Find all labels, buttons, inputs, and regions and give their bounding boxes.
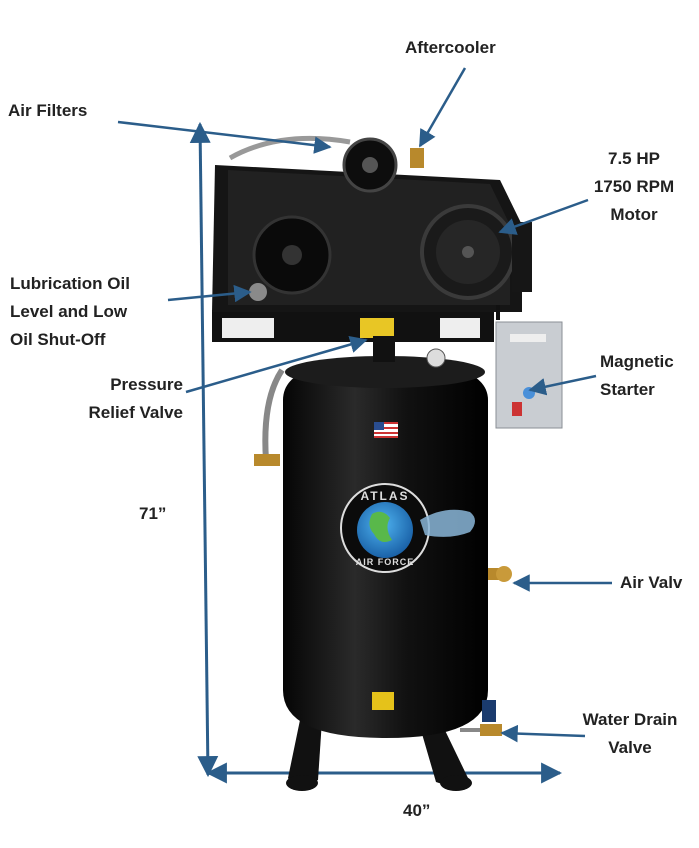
warning-sticker [372,692,394,710]
pressure-gauge [426,348,446,368]
atlas-air-force-logo: ATLAS AIR FORCE [340,483,475,573]
label-lubrication-line3: Oil Shut-Off [10,330,106,349]
label-aftercooler: Aftercooler [405,38,496,57]
label-magnetic-starter-line1: Magnetic [600,352,674,371]
label-lubrication: Lubrication Oil Level and Low Oil Shut-O… [10,270,130,354]
tank-legs [286,720,472,791]
label-motor-line1: 7.5 HP [608,149,660,168]
air-valve-part [488,566,512,582]
arrow-water-drain [500,724,586,743]
arrow-aftercooler [418,67,467,148]
label-motor-line2: 1750 RPM [593,177,675,196]
arrow-lubrication [167,284,252,303]
water-drain-valve-part [460,700,502,736]
label-lubrication-line1: Lubrication Oil [10,274,130,293]
label-water-drain-line2: Valve [608,738,652,757]
label-pressure-relief: Pressure Relief Valve [40,371,183,427]
arrow-magnetic-starter [528,374,597,396]
logo-text-air-force: AIR FORCE [356,557,415,567]
label-water-drain: Water Drain Valve [566,706,694,762]
magnetic-starter-box [495,305,563,429]
arrow-air-filters [117,120,332,154]
electric-motor [420,204,532,300]
label-magnetic-starter: Magnetic Starter [600,348,674,404]
label-magnetic-starter-line2: Starter [600,380,655,399]
arrow-motor [498,198,589,235]
label-air-filters: Air Filters [8,101,88,120]
discharge-pipe [262,368,285,461]
label-height: 71” [139,504,167,523]
label-water-drain-line1: Water Drain [582,710,678,729]
arrow-pressure-relief [185,335,368,394]
label-lubrication-line2: Level and Low [10,302,128,321]
logo-text-atlas: ATLAS [360,489,409,503]
check-valve [254,454,280,466]
label-pressure-relief-line1: Pressure [110,375,183,394]
callout-arrows [117,67,612,743]
pressure-relief-valve-part [373,336,395,362]
height-dimension-arrow [189,121,219,778]
label-air-valve: Air Valv [620,573,683,592]
mounting-plate [212,310,494,342]
us-flag-icon [374,422,398,438]
label-motor-line3: Motor [610,205,658,224]
label-width: 40” [403,801,431,820]
label-pressure-relief-line2: Relief Valve [88,403,183,422]
label-motor: 7.5 HP 1750 RPM Motor [578,145,690,229]
